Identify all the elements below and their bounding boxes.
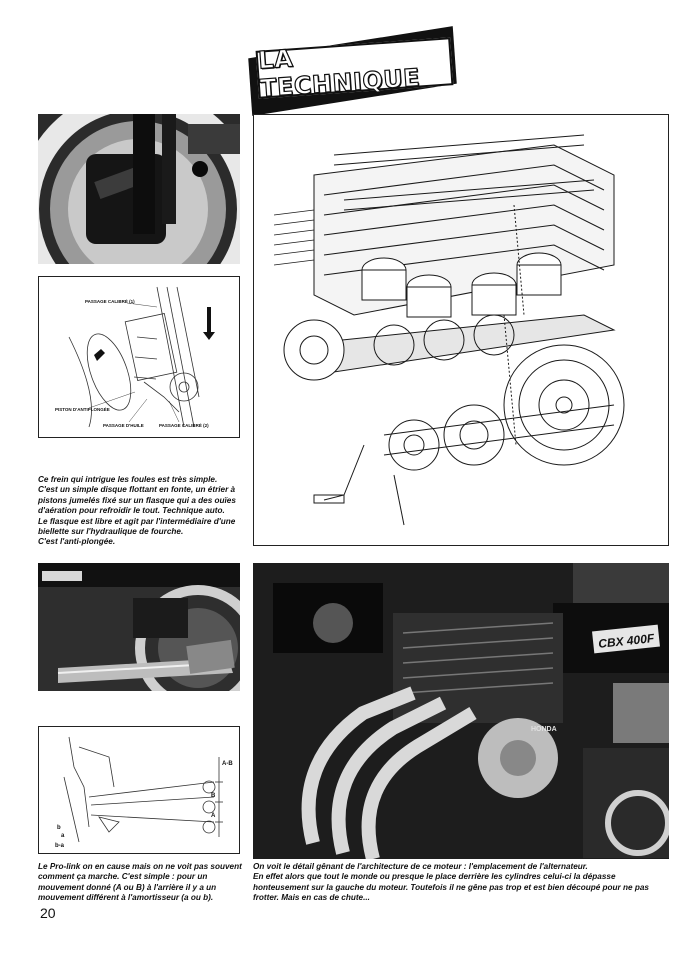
label-passage-calibre-2: PASSAGE CALIBRÉ (2) xyxy=(159,421,209,428)
label-passage-huile: PASSAGE D'HUILE xyxy=(103,423,144,428)
label-ba: b-a xyxy=(55,843,65,849)
rear-wheel-photo-image xyxy=(38,563,240,691)
label-passage-calibre-1: PASSAGE CALIBRÉ (1) xyxy=(85,297,135,304)
label-ab: A-B xyxy=(222,761,233,767)
fork-diagram-drawing: PASSAGE CALIBRÉ (1) PISTON D'ANTIPLONGÉE… xyxy=(55,286,215,428)
label-piston-antiplongee: PISTON D'ANTIPLONGÉE xyxy=(55,405,110,412)
engine-caption: On voit le détail gênant de l'architectu… xyxy=(253,862,649,903)
title-banner: LA TECHNIQUE xyxy=(255,37,454,103)
prolink-diagram: A-B B A b-a b a xyxy=(38,726,240,854)
rear-wheel-photo xyxy=(38,563,240,691)
prolink-diagram-drawing: A-B B A b-a b a xyxy=(55,736,233,849)
honda-logo: HONDA xyxy=(531,726,557,733)
bike-engine-photo: CBX 400F HONDA xyxy=(253,563,669,859)
bike-engine-photo-image: CBX 400F HONDA xyxy=(253,563,669,859)
page-number: 20 xyxy=(40,905,56,921)
page-title: LA TECHNIQUE xyxy=(257,44,422,103)
fork-diagram: PASSAGE CALIBRÉ (1) PISTON D'ANTIPLONGÉE… xyxy=(38,276,240,438)
label-a: A xyxy=(211,813,216,819)
label-b: B xyxy=(211,793,216,799)
bike-badge: CBX 400F xyxy=(598,631,656,651)
label-small-a: a xyxy=(61,833,65,839)
brake-photo-image xyxy=(38,114,240,264)
brake-photo xyxy=(38,114,240,264)
engine-cutaway-drawing xyxy=(273,134,625,526)
engine-cutaway-illustration xyxy=(253,114,669,546)
brake-caption: Ce frein qui intrigue les foules est trè… xyxy=(38,475,236,547)
label-small-b: b xyxy=(57,825,61,831)
prolink-caption: Le Pro-link on en cause mais on ne voit … xyxy=(38,862,242,903)
